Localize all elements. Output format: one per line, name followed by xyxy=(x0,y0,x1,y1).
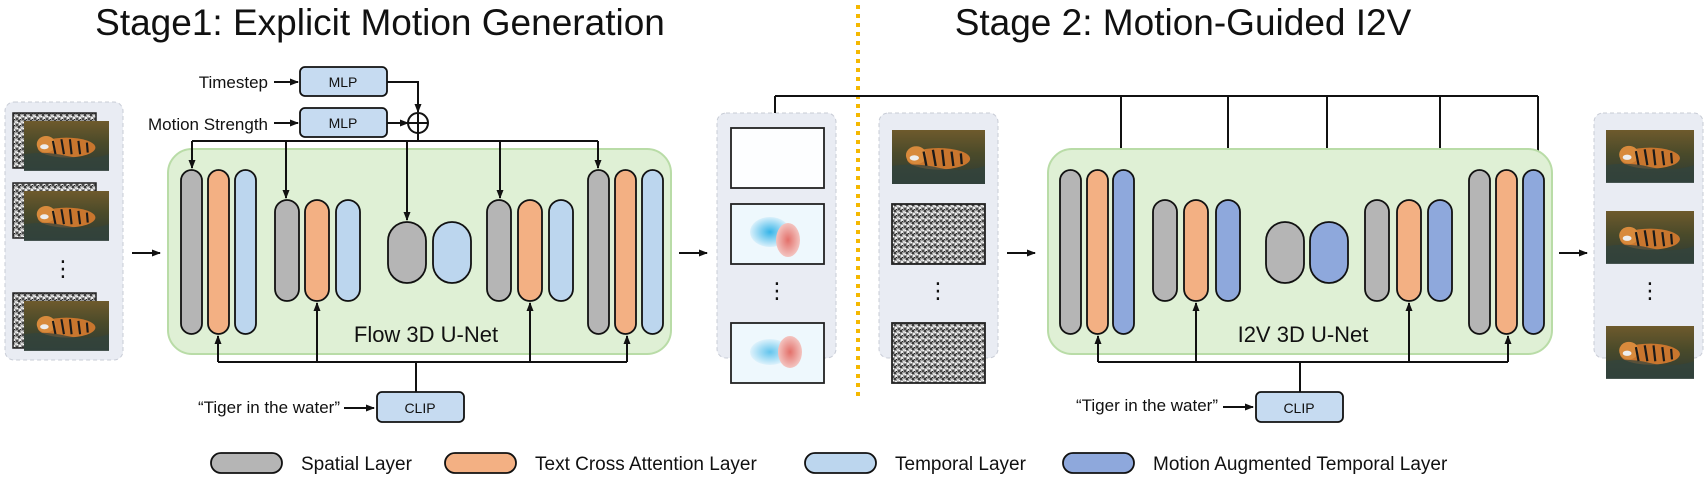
spatial-layer xyxy=(1468,169,1491,335)
prompt-text-2: “Tiger in the water” xyxy=(1076,396,1218,415)
svg-text:CLIP: CLIP xyxy=(404,400,435,416)
optical-flow-map xyxy=(730,203,825,265)
timestep-to-adder xyxy=(387,81,422,113)
flow-frames-panel: ⋮ xyxy=(716,112,837,384)
tiger-photo xyxy=(1604,209,1696,265)
legend-label-temporal: Temporal Layer xyxy=(895,454,1027,475)
spatial-layer xyxy=(486,199,512,302)
ellipsis: ⋮ xyxy=(927,278,949,303)
spatial-layer xyxy=(1059,169,1082,335)
clip-encoder-1: CLIP xyxy=(376,391,465,423)
text-cross-attention-layer xyxy=(304,199,330,302)
motion-augmented-temporal-layer xyxy=(1522,169,1545,335)
spatial-layer xyxy=(387,221,427,284)
timestep-label: Timestep xyxy=(199,73,268,92)
motion-augmented-temporal-layer xyxy=(1427,199,1453,302)
text-conditioning-lines-2 xyxy=(1094,302,1512,392)
i2v-unet-layers xyxy=(1059,169,1545,335)
text-conditioning-lines-1 xyxy=(214,302,631,392)
time-embedding-lines xyxy=(188,133,602,221)
tiger-photo xyxy=(1604,324,1696,380)
noisy-tiger-frame-1 xyxy=(12,112,111,172)
legend-swatch-motion-augmented-temporal xyxy=(1062,452,1135,474)
svg-text:CLIP: CLIP xyxy=(1283,400,1314,416)
stage2-title: Stage 2: Motion-Guided I2V xyxy=(955,2,1412,43)
motion-augmented-temporal-layer xyxy=(1112,169,1135,335)
temporal-layer xyxy=(335,199,361,302)
spatial-layer xyxy=(587,169,610,335)
text-cross-attention-layer xyxy=(517,199,543,302)
legend-label-text-cross-attention: Text Cross Attention Layer xyxy=(535,454,757,475)
ellipsis: ⋮ xyxy=(1639,278,1661,303)
text-cross-attention-layer xyxy=(1086,169,1109,335)
temporal-layer xyxy=(432,221,472,284)
gaussian-noise xyxy=(891,203,986,265)
noisy-tiger-frame-2 xyxy=(12,182,111,242)
motion-strength-label: Motion Strength xyxy=(148,115,268,134)
legend: Spatial Layer Text Cross Attention Layer… xyxy=(210,452,1448,475)
motion-strength-mlp: MLP xyxy=(299,107,388,138)
stage1-title: Stage1: Explicit Motion Generation xyxy=(95,2,665,43)
i2v-input-panel: ⋮ xyxy=(878,112,999,384)
noisy-tiger-frame-3 xyxy=(12,292,111,352)
svg-text:MLP: MLP xyxy=(329,115,358,131)
temporal-layer xyxy=(641,169,664,335)
tiger-photo xyxy=(890,128,987,186)
clip-encoder-2: CLIP xyxy=(1255,391,1344,423)
optical-flow-map xyxy=(730,322,825,384)
legend-swatch-text-cross-attention xyxy=(444,452,517,474)
legend-label-spatial: Spatial Layer xyxy=(301,454,413,475)
tiger-photo xyxy=(1604,128,1696,184)
gaussian-noise xyxy=(891,322,986,384)
spatial-layer xyxy=(1265,221,1305,284)
text-cross-attention-layer xyxy=(1183,199,1209,302)
motion-augmented-temporal-layer xyxy=(1215,199,1241,302)
ellipsis: ⋮ xyxy=(52,256,74,281)
prompt-text-1: “Tiger in the water” xyxy=(198,398,340,417)
flow-unet-label: Flow 3D U-Net xyxy=(354,322,498,347)
optical-flow-map xyxy=(730,127,825,189)
spatial-layer xyxy=(1152,199,1178,302)
svg-text:MLP: MLP xyxy=(329,74,358,90)
spatial-layer xyxy=(274,199,300,302)
flow-unet-layers xyxy=(180,169,664,335)
timestep-mlp: MLP xyxy=(299,66,388,97)
motion-augmented-temporal-layer xyxy=(1309,221,1349,284)
text-cross-attention-layer xyxy=(207,169,230,335)
text-cross-attention-layer xyxy=(1396,199,1422,302)
i2v-unet-label: I2V 3D U-Net xyxy=(1238,322,1369,347)
temporal-layer xyxy=(234,169,257,335)
spatial-layer xyxy=(180,169,203,335)
circle-plus-icon xyxy=(407,112,429,134)
temporal-layer xyxy=(548,199,574,302)
legend-swatch-spatial xyxy=(210,452,283,474)
text-cross-attention-layer xyxy=(614,169,637,335)
spatial-layer xyxy=(1364,199,1390,302)
ellipsis: ⋮ xyxy=(766,278,788,303)
legend-swatch-temporal xyxy=(804,452,877,474)
input-frames-panel: ⋮ xyxy=(4,101,124,361)
legend-label-motion-augmented-temporal: Motion Augmented Temporal Layer xyxy=(1153,454,1448,475)
output-frames-panel: ⋮ xyxy=(1593,112,1704,380)
text-cross-attention-layer xyxy=(1495,169,1518,335)
